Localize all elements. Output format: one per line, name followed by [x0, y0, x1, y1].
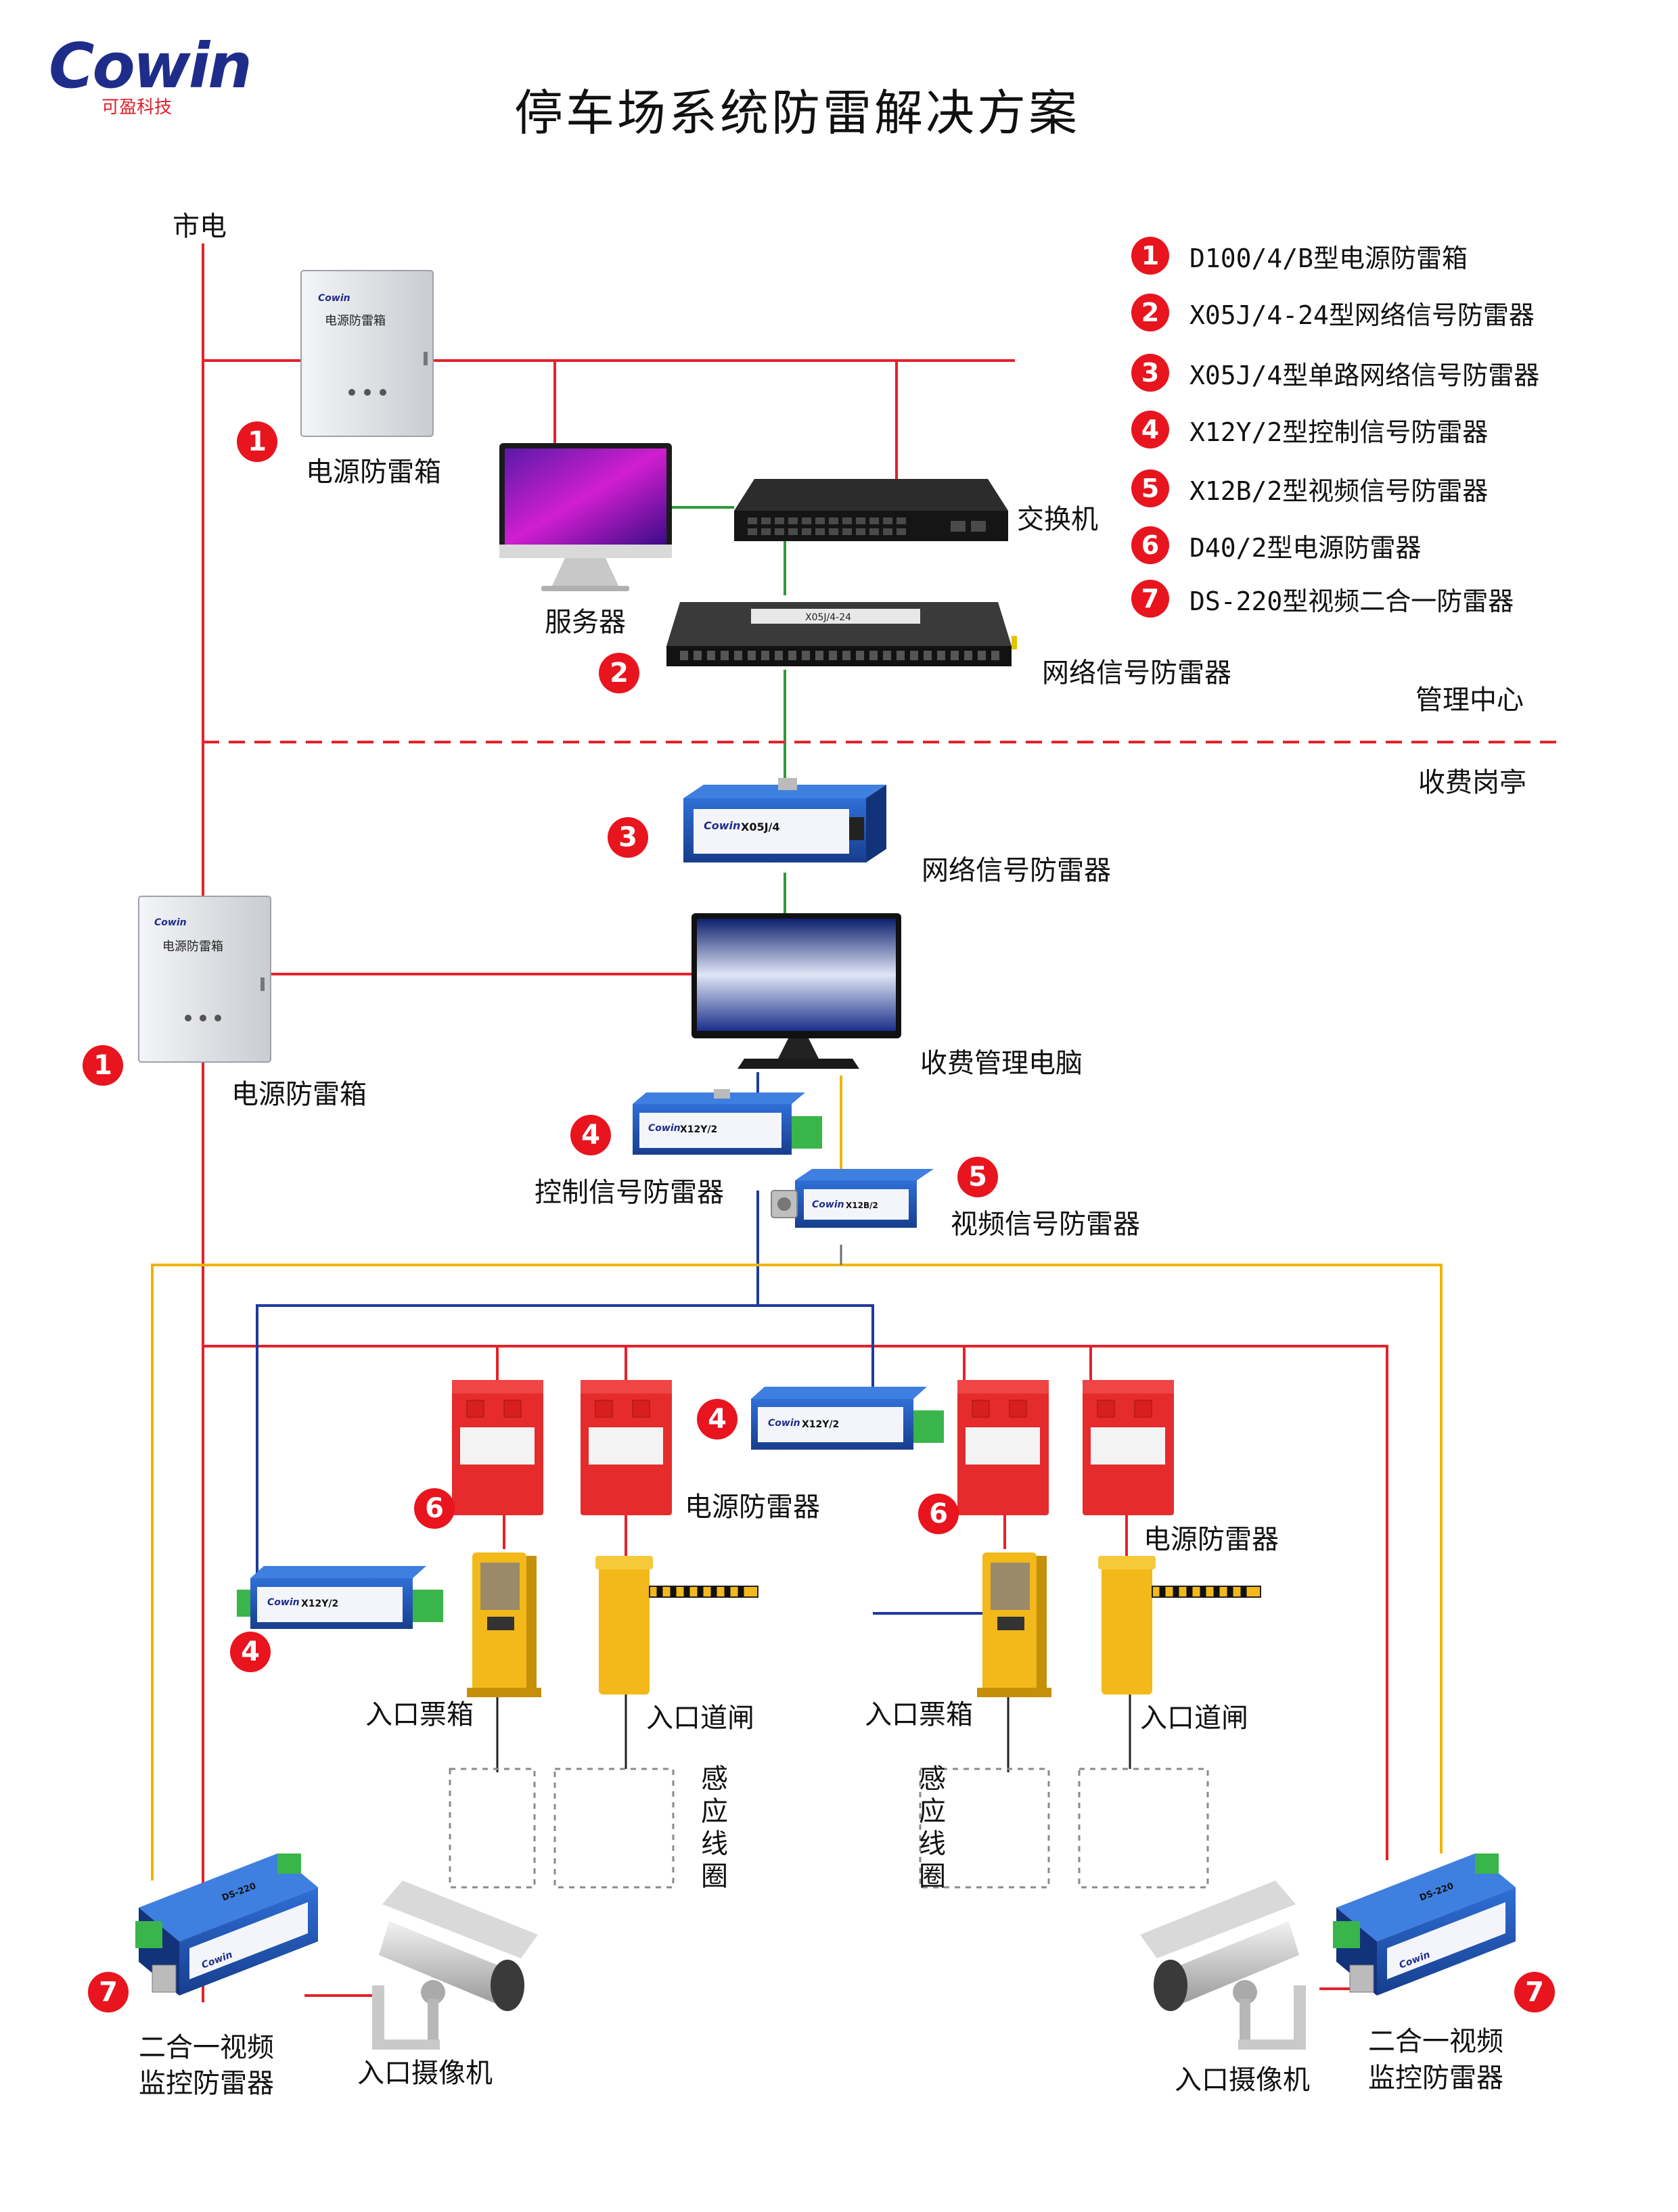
power-box-top: Cowin 电源防雷箱 — [300, 270, 434, 437]
camera-left-label: 入口摄像机 — [357, 2058, 493, 2089]
power-box-mid: Cowin 电源防雷箱 — [138, 896, 271, 1063]
barrier-right-label: 入口道闸 — [1140, 1703, 1248, 1734]
combo-right-label-2: 监控防雷器 — [1368, 2063, 1503, 2094]
control-left-brand: Cowin — [267, 1597, 300, 1608]
ticket-box-left-label: 入口票箱 — [365, 1699, 474, 1730]
control-mid-brand: Cowin — [768, 1418, 800, 1429]
box-brand-mid: Cowin — [154, 917, 187, 928]
video-spd-label: 视频信号防雷器 — [951, 1209, 1140, 1240]
control-spd-left: Cowin X12Y/2 — [237, 1566, 443, 1629]
badge-net-single: 3 — [608, 817, 648, 858]
badge-control-mid: 4 — [697, 1399, 738, 1439]
ticket-box-left — [467, 1552, 541, 1697]
combo-spd-left: Cowin DS-220 — [135, 1853, 318, 1996]
combo-right-label-1: 二合一视频 — [1368, 2026, 1503, 2057]
camera-right — [1140, 1881, 1306, 2050]
power-box-top-label: 电源防雷箱 — [306, 457, 441, 488]
power-spd-red-1 — [452, 1380, 543, 1515]
power-spd-left-label: 电源防雷器 — [685, 1492, 820, 1523]
zone-management-label: 管理中心 — [1415, 685, 1524, 716]
control-spd-top: Cowin X12Y/2 — [633, 1089, 822, 1155]
control-top-model: X12Y/2 — [680, 1124, 717, 1135]
rack-network-spd: X05J/4-24 — [666, 602, 1017, 666]
box-brand-top: Cowin — [318, 293, 350, 304]
badge-power-box-mid: 1 — [83, 1045, 123, 1086]
cowin-logo: Cowin 可盈科技 — [49, 30, 252, 118]
badge-power-spd-left: 6 — [414, 1488, 455, 1529]
single-network-spd: Cowin X05J/4 — [683, 778, 886, 862]
single-spd-model: X05J/4 — [741, 821, 780, 833]
box-title-mid: 电源防雷箱 — [162, 940, 223, 954]
induction-loops — [449, 1768, 1209, 1889]
badge-combo-left: 7 — [88, 1972, 129, 2012]
video-brand: Cowin — [812, 1199, 844, 1210]
barrier-gate-right — [1098, 1556, 1261, 1695]
badge-power-spd-right: 6 — [918, 1494, 959, 1534]
single-spd-label: 网络信号防雷器 — [922, 855, 1111, 886]
badge-control-top: 4 — [570, 1115, 611, 1155]
video-model: X12B/2 — [846, 1201, 878, 1210]
logo-subtitle: 可盈科技 — [101, 97, 173, 118]
badge-combo-right: 7 — [1514, 1972, 1555, 2012]
barrier-left-label: 入口道闸 — [646, 1703, 754, 1734]
control-lines — [256, 1072, 988, 1615]
toll-pc-monitor — [691, 913, 901, 1069]
page-title: 停车场系统防雷解决方案 — [514, 85, 1081, 141]
combo-left-label-2: 监控防雷器 — [139, 2068, 274, 2099]
control-spd-mid: Cowin X12Y/2 — [751, 1387, 944, 1450]
video-spd: Cowin X12B/2 — [771, 1169, 934, 1228]
loop-left-label: 感应线圈 — [701, 1764, 728, 1892]
loop-right-label: 感应线圈 — [919, 1764, 946, 1892]
camera-left — [372, 1881, 538, 2050]
badge-net-rack: 2 — [599, 653, 639, 693]
power-spd-red-4 — [1083, 1380, 1174, 1515]
zone-booth-label: 收费岗亭 — [1418, 767, 1526, 798]
single-spd-brand: Cowin — [704, 819, 740, 832]
loop-lines — [496, 1691, 1131, 1772]
power-spd-red-2 — [581, 1380, 672, 1515]
badge-control-left: 4 — [230, 1632, 271, 1672]
barrier-gate-left — [595, 1556, 758, 1695]
rack-spd-label: 网络信号防雷器 — [1042, 658, 1231, 689]
combo-left-label-1: 二合一视频 — [139, 2032, 274, 2063]
badge-video: 5 — [957, 1157, 998, 1197]
badge-power-box-top: 1 — [237, 421, 277, 462]
switch-label: 交换机 — [1017, 504, 1098, 535]
camera-right-label: 入口摄像机 — [1175, 2065, 1310, 2096]
box-title-top: 电源防雷箱 — [325, 314, 386, 328]
combo-spd-right: Cowin DS-220 — [1333, 1853, 1516, 1996]
power-box-mid-label: 电源防雷箱 — [231, 1079, 367, 1110]
rack-model-text: X05J/4-24 — [805, 612, 851, 623]
control-left-model: X12Y/2 — [301, 1598, 338, 1609]
power-spd-red-3 — [957, 1380, 1049, 1515]
power-spd-right-label: 电源防雷器 — [1143, 1524, 1279, 1555]
control-top-brand: Cowin — [648, 1123, 681, 1134]
mains-label: 市电 — [173, 211, 227, 242]
control-mid-model: X12Y/2 — [802, 1419, 839, 1430]
server-label: 服务器 — [545, 607, 626, 638]
ticket-box-right-label: 入口票箱 — [865, 1699, 973, 1730]
logo-wordmark: Cowin — [49, 30, 252, 102]
server-monitor — [499, 443, 672, 591]
control-spd-label: 控制信号防雷器 — [535, 1177, 724, 1208]
network-lines — [670, 506, 786, 913]
network-switch — [734, 479, 1008, 541]
toll-pc-label: 收费管理电脑 — [920, 1048, 1083, 1079]
ticket-box-right — [977, 1552, 1051, 1697]
